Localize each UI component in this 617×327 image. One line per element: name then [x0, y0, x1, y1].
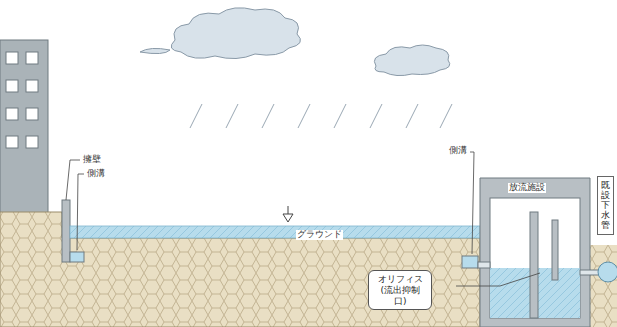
side-ditch	[462, 256, 478, 268]
node-text: 既設下水管	[601, 181, 610, 230]
sewer-pipe	[598, 262, 617, 282]
ground-label: グラウンド	[296, 230, 343, 240]
building	[0, 40, 48, 225]
inflow-pipe	[478, 262, 490, 268]
rain	[190, 104, 452, 128]
facility-label: 放流施設	[508, 183, 546, 193]
level-symbol	[283, 214, 293, 222]
level-symbol	[288, 206, 289, 214]
callout-box: オリフィス (流出抑制口)	[368, 270, 432, 310]
ponded-water	[70, 226, 480, 238]
retaining-wall	[62, 200, 70, 262]
cloud	[140, 8, 301, 59]
sewer-box: 既設下水管	[597, 176, 614, 235]
discharge-facility	[480, 178, 590, 327]
ditch-label: 側溝	[448, 146, 468, 156]
ground	[590, 245, 617, 327]
leader-line	[66, 152, 540, 286]
node-text: オリフィス (流出抑制口)	[375, 274, 425, 306]
side-ditch	[70, 252, 84, 262]
cloud	[374, 45, 449, 76]
ditch-label: 側溝	[86, 169, 106, 179]
ground	[0, 212, 480, 327]
wall-label: 擁壁	[82, 155, 102, 165]
